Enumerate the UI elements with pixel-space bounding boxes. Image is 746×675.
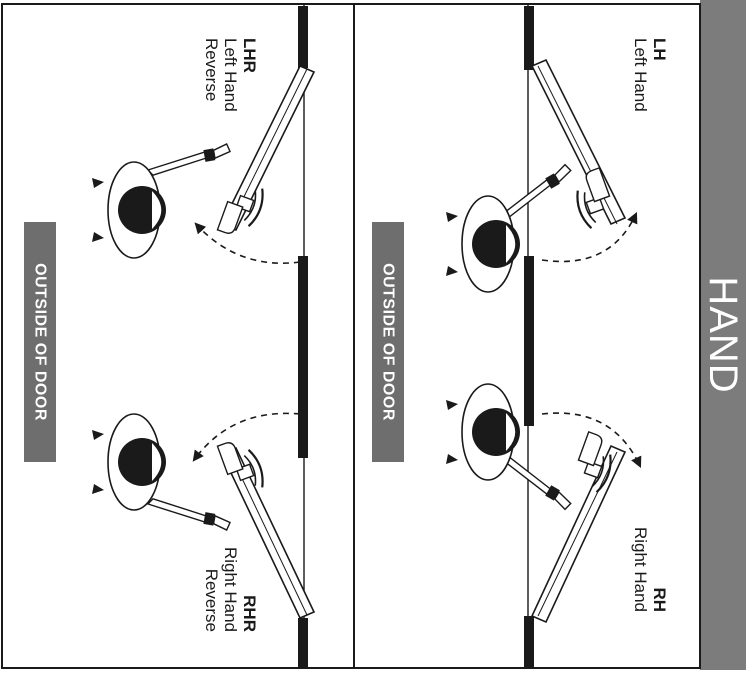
rh-door <box>530 444 627 624</box>
top-wall-segment-lower <box>524 616 534 668</box>
rhr-swing-arrow <box>192 412 301 462</box>
rhr-name-line-2: Reverse <box>202 569 221 632</box>
bottom-outside-label-box <box>24 222 56 462</box>
rh-swing-arrow <box>541 412 642 469</box>
lhr-name-line-2: Reverse <box>202 38 221 101</box>
top-outside-label-box <box>372 222 404 462</box>
lhr-arm <box>145 142 233 177</box>
bottom-outside-label: OUTSIDE OF DOOR <box>32 263 49 421</box>
top-wall-segment-upper <box>524 6 534 70</box>
lh-code: LH <box>650 38 669 61</box>
rh-name-line-1: Right Hand <box>631 527 650 612</box>
lhr-name-line-1: Left Hand <box>221 38 240 112</box>
lhr-code: LHR <box>240 38 259 73</box>
rhr-name-line-1: Right Hand <box>221 547 240 632</box>
top-wall-segment-middle <box>524 256 534 426</box>
rhr-person <box>91 413 167 511</box>
banner-title: HAND <box>701 276 745 393</box>
bottom-wall-segment-upper <box>298 6 308 68</box>
lhr-person <box>91 161 167 259</box>
rhr-code: RHR <box>240 595 259 632</box>
top-panel: OUTSIDE OF DOOR LH Left Hand RH Right Ha… <box>372 4 669 668</box>
bottom-wall-segment-middle <box>298 256 308 458</box>
lh-swing-arrow <box>541 211 638 263</box>
bottom-wall-segment-lower <box>298 618 308 668</box>
top-outside-label: OUTSIDE OF DOOR <box>380 263 397 421</box>
lhr-swing-arrow <box>194 222 301 264</box>
rhr-arm <box>145 497 233 532</box>
rh-code: RH <box>650 587 669 612</box>
banner-background <box>700 0 746 670</box>
bottom-panel: OUTSIDE OF DOOR LHR Left Hand Reverse RH… <box>24 4 316 668</box>
lh-name-line-1: Left Hand <box>631 38 650 112</box>
